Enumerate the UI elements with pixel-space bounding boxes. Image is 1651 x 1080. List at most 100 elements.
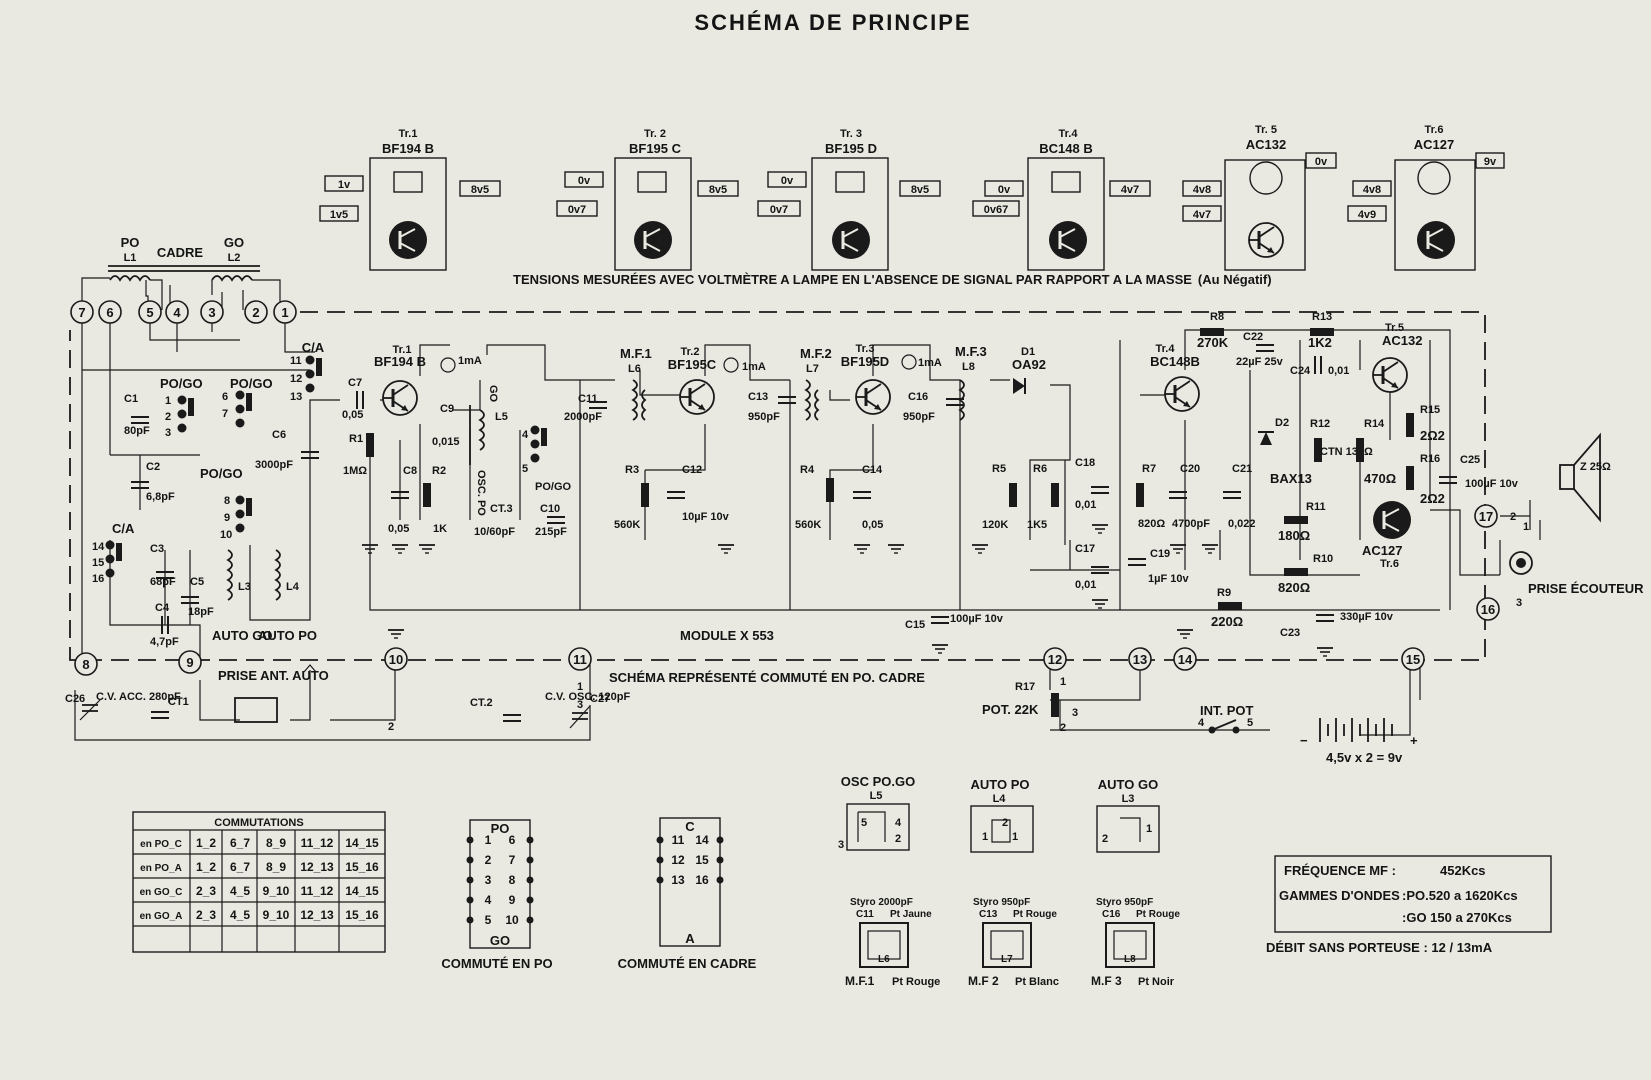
commutation-cell: 15_16 [345, 908, 379, 922]
switch-contact [656, 856, 664, 864]
svg-text:0,01: 0,01 [1075, 499, 1096, 511]
svg-text:R8: R8 [1210, 311, 1224, 323]
switch-contact [466, 916, 474, 924]
svg-text:C: C [685, 819, 695, 834]
schema-note: SCHÉMA REPRÉSENTÉ COMMUTÉ EN PO. CADRE [609, 670, 925, 685]
switch-contact [716, 836, 724, 844]
svg-text:330µF 10v: 330µF 10v [1340, 611, 1394, 623]
svg-text:R6: R6 [1033, 463, 1047, 475]
svg-text:2: 2 [1510, 511, 1516, 523]
svg-text:GO: GO [487, 385, 499, 403]
svg-text:C.V. ACC. 280pF: C.V. ACC. 280pF [96, 691, 181, 703]
switch-pin-number: 7 [509, 853, 516, 867]
commutation-cell: 4_5 [230, 908, 250, 922]
svg-text:R14: R14 [1364, 418, 1385, 430]
svg-text:8: 8 [224, 495, 230, 507]
commutation-cell: 15_16 [345, 860, 379, 874]
svg-text:2: 2 [165, 411, 171, 423]
svg-text:0v7: 0v7 [568, 204, 586, 216]
supply-parts: C15 100µF 10v R9 220Ω C23 330µF 10v [905, 587, 1394, 657]
svg-text:100µF 10v: 100µF 10v [1465, 478, 1519, 490]
svg-text:Tr.4: Tr.4 [1156, 343, 1176, 355]
svg-text:1: 1 [577, 681, 583, 693]
svg-text:1mA: 1mA [742, 361, 766, 373]
svg-text:L3: L3 [238, 581, 251, 593]
svg-text:CTN 130Ω: CTN 130Ω [1320, 446, 1373, 458]
svg-text:1K2: 1K2 [1308, 335, 1332, 350]
svg-text:1: 1 [1523, 521, 1529, 533]
commutation-cell: 11_12 [301, 884, 334, 898]
tr1-voltage-panel: Tr.1 BF194 B 1v 1v5 8v5 [319, 128, 501, 271]
svg-text:7: 7 [78, 305, 85, 320]
svg-text:C2: C2 [146, 461, 160, 473]
svg-text:1: 1 [1012, 831, 1018, 843]
svg-text:GO: GO [224, 235, 244, 250]
svg-text:6: 6 [106, 305, 113, 320]
svg-text:A: A [685, 931, 695, 946]
svg-text:12: 12 [1048, 652, 1062, 667]
svg-text:100µF 10v: 100µF 10v [950, 613, 1004, 625]
svg-text:C9: C9 [440, 403, 454, 415]
svg-text:M.F.2: M.F.2 [800, 346, 832, 361]
svg-text:Tr. 5: Tr. 5 [1255, 124, 1277, 136]
svg-text:0v: 0v [1315, 156, 1328, 168]
svg-text:2: 2 [388, 721, 394, 733]
svg-text:L4: L4 [993, 793, 1007, 805]
svg-text:14: 14 [1178, 652, 1193, 667]
svg-text:8v5: 8v5 [471, 184, 489, 196]
switch-pin-number: 2 [485, 853, 492, 867]
svg-text:R10: R10 [1313, 553, 1333, 565]
svg-text:C10: C10 [540, 503, 560, 515]
svg-text:Tr.5: Tr.5 [1385, 322, 1404, 334]
svg-text:3: 3 [838, 839, 844, 851]
svg-text:950pF: 950pF [748, 411, 780, 423]
svg-text:POT. 22K: POT. 22K [982, 702, 1039, 717]
svg-text:C4: C4 [155, 602, 170, 614]
svg-text:C18: C18 [1075, 457, 1095, 469]
svg-text:C12: C12 [682, 464, 702, 476]
switch-contact [466, 876, 474, 884]
svg-text:Tr. 2: Tr. 2 [644, 128, 666, 140]
svg-text:C23: C23 [1280, 627, 1300, 639]
mf-cap-label: C16 [1102, 909, 1121, 920]
commutation-cell: 1_2 [196, 836, 216, 850]
svg-text:R4: R4 [800, 464, 815, 476]
switch-pin-number: 5 [485, 913, 492, 927]
commutation-cell: 8_9 [266, 860, 286, 874]
svg-text:1v5: 1v5 [330, 209, 348, 221]
svg-text:L3: L3 [1122, 793, 1135, 805]
mf-color-label: Pt Noir [1138, 976, 1175, 988]
svg-text:13: 13 [290, 391, 302, 403]
svg-text:3: 3 [1516, 597, 1522, 609]
switch-pin-number: 6 [509, 833, 516, 847]
svg-text:0,05: 0,05 [862, 519, 883, 531]
svg-text:L4: L4 [286, 581, 300, 593]
svg-text:2: 2 [895, 833, 901, 845]
commutation-cell: 11_12 [301, 836, 334, 850]
svg-text:PRISE ANT. AUTO: PRISE ANT. AUTO [218, 668, 329, 683]
svg-text:R17: R17 [1015, 681, 1035, 693]
module-label: MODULE X 553 [680, 628, 774, 643]
svg-text:PO/GO: PO/GO [535, 481, 572, 493]
stage-output: C22 22µF 25v R13 1K2 C24 0,01 Tr.5 AC132… [1236, 311, 1519, 621]
mf-unit-label: M.F 2 [968, 974, 999, 988]
mf-color-label: Pt Rouge [892, 976, 940, 988]
svg-text:180Ω: 180Ω [1278, 528, 1310, 543]
tr4-voltage-panel: Tr.4 BC148 B 0v 0v67 4v7 [972, 128, 1151, 271]
switch-contact [526, 896, 534, 904]
svg-text:C19: C19 [1150, 548, 1170, 560]
svg-text:0v: 0v [781, 175, 794, 187]
svg-text:C24: C24 [1290, 365, 1311, 377]
mf-unit-label: M.F 3 [1091, 974, 1122, 988]
svg-text:BC148 B: BC148 B [1039, 141, 1092, 156]
switch-pin-number: 16 [695, 873, 709, 887]
svg-text:5: 5 [146, 305, 153, 320]
switch-contact [526, 836, 534, 844]
mf-styro-label: Styro 950pF [973, 897, 1030, 908]
commutation-cell: en GO_C [140, 887, 183, 898]
svg-text:COMMUTATIONS: COMMUTATIONS [214, 817, 303, 829]
switch-contact [656, 876, 664, 884]
